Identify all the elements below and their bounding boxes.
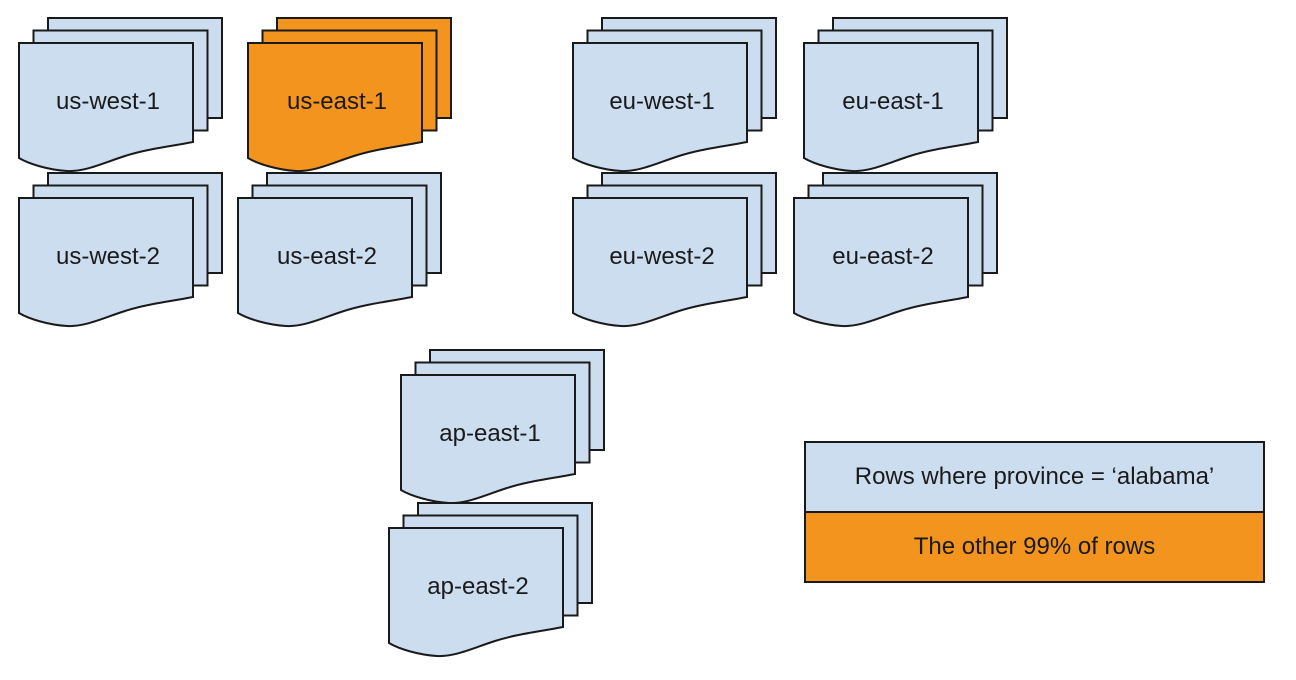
legend: Rows where province = ‘alabama’ The othe… (804, 441, 1265, 583)
region-stack-eu-west-1: eu-west-1 (571, 16, 779, 176)
document-page-front (247, 42, 423, 173)
legend-item-label: Rows where province = ‘alabama’ (854, 463, 1215, 490)
document-page-front (18, 197, 194, 328)
region-stack-eu-west-2: eu-west-2 (571, 171, 779, 331)
region-stack-eu-east-2: eu-east-2 (792, 171, 1000, 331)
region-stack-ap-east-1: ap-east-1 (399, 348, 607, 508)
region-label: us-east-2 (277, 243, 377, 270)
region-label: us-east-1 (287, 88, 387, 115)
region-label: ap-east-2 (427, 573, 528, 600)
region-stack-eu-east-1: eu-east-1 (802, 16, 1010, 176)
region-label: eu-east-2 (832, 243, 933, 270)
region-stack-us-west-1: us-west-1 (17, 16, 225, 176)
region-label: ap-east-1 (439, 420, 540, 447)
region-label: us-west-2 (56, 243, 160, 270)
region-stack-us-east-1: us-east-1 (246, 16, 454, 176)
document-page-front (793, 197, 969, 328)
region-stack-us-east-2: us-east-2 (236, 171, 444, 331)
legend-item-other-rows: The other 99% of rows (806, 511, 1263, 581)
document-page-front (572, 42, 748, 173)
region-label: eu-west-1 (609, 88, 714, 115)
region-stack-ap-east-2: ap-east-2 (387, 501, 595, 661)
region-stack-us-west-2: us-west-2 (17, 171, 225, 331)
document-page-front (18, 42, 194, 173)
document-page-front (388, 527, 564, 658)
legend-item-alabama-rows: Rows where province = ‘alabama’ (806, 443, 1263, 511)
region-label: eu-east-1 (842, 88, 943, 115)
document-page-front (400, 374, 576, 505)
document-page-front (572, 197, 748, 328)
region-label: eu-west-2 (609, 243, 714, 270)
region-label: us-west-1 (56, 88, 160, 115)
document-page-front (237, 197, 413, 328)
document-page-front (803, 42, 979, 173)
legend-item-label: The other 99% of rows (913, 533, 1156, 560)
